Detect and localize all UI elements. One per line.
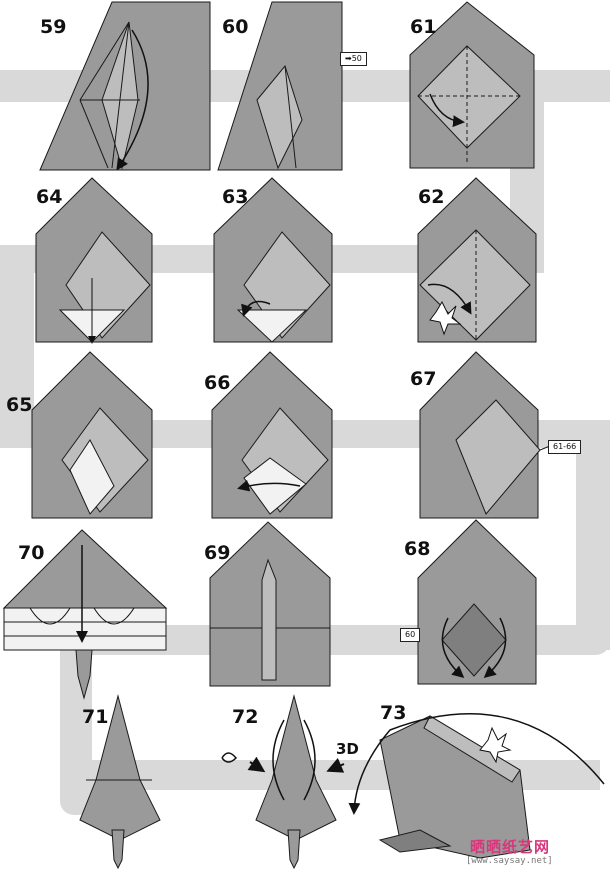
step-number: 71 [82, 706, 109, 728]
step-63-diagram [213, 177, 333, 343]
step-65-diagram [31, 351, 153, 519]
step-number: 65 [6, 394, 33, 416]
watermark-brand: 晒晒纸艺网 [470, 838, 551, 856]
step-61-diagram [409, 1, 535, 169]
step-62-diagram [417, 177, 537, 343]
step-number: 73 [380, 702, 407, 724]
step-71-diagram [79, 694, 161, 870]
reference-box-step-50: ➡50 [340, 52, 367, 66]
step-number: 63 [222, 186, 249, 208]
step-59-diagram [39, 1, 211, 171]
3d-label: 3D [336, 740, 359, 758]
step-72-diagram [221, 694, 345, 870]
step-number: 61 [410, 16, 437, 38]
step-67-diagram [419, 351, 551, 519]
step-70-diagram [2, 529, 168, 700]
reference-box-steps-61-66: 61-66 [548, 440, 582, 454]
step-number: 68 [404, 538, 431, 560]
step-69-diagram [209, 521, 331, 687]
step-number: 60 [222, 16, 249, 38]
step-68-diagram [417, 519, 537, 685]
step-66-diagram [211, 351, 333, 519]
step-number: 66 [204, 372, 231, 394]
step-64-diagram [35, 177, 153, 344]
step-number: 72 [232, 706, 259, 728]
reference-box-step-60: 60 [400, 628, 421, 642]
step-number: 62 [418, 186, 445, 208]
step-number: 69 [204, 542, 231, 564]
step-number: 67 [410, 368, 437, 390]
step-number: 59 [40, 16, 67, 38]
step-60-diagram [217, 1, 343, 171]
arrow-right-icon: ➡ [345, 54, 352, 63]
step-number: 64 [36, 186, 63, 208]
eye-icon [221, 752, 238, 763]
watermark-url: [www.saysay.net] [466, 856, 553, 866]
step-number: 70 [18, 542, 45, 564]
step-73-diagram [348, 713, 605, 859]
